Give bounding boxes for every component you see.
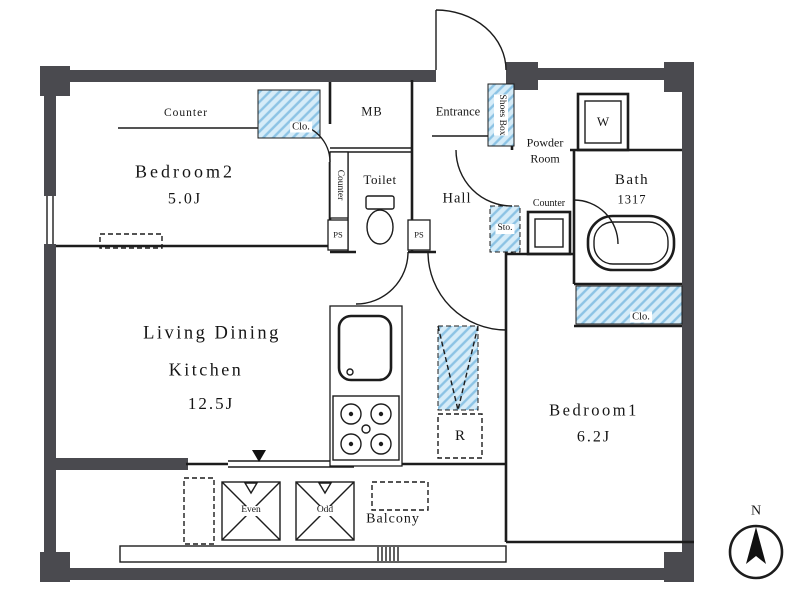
ldk-name-line2: Kitchen [168, 359, 244, 380]
ps-left-box [327, 219, 349, 251]
stove-icon [332, 395, 400, 461]
meter-box-label: MB [361, 104, 383, 119]
powder-room-label-line2: Room [530, 151, 560, 166]
drain-hatch [377, 547, 399, 561]
bedroom2-name: Bedroom2 [135, 161, 235, 182]
toilet-label: Toilet [363, 172, 397, 188]
closet-bedroom1-area [575, 285, 683, 325]
closet-bedroom2-label: Clo. [290, 121, 312, 133]
counter-bedroom2-label: Counter [163, 106, 209, 119]
toilet-icon [365, 195, 395, 245]
balcony-door-marker [252, 450, 266, 462]
dashed-fixtures [99, 233, 483, 545]
ps-left-label: PS [333, 229, 343, 240]
kitchen-sink-icon [337, 314, 393, 382]
bathtub-icon [586, 214, 676, 272]
bedroom1-name: Bedroom1 [549, 400, 639, 420]
door-arcs [291, 9, 619, 331]
washing-machine-icon [576, 92, 630, 152]
cupboard-area [437, 325, 479, 411]
bedroom2-cabinet-area [99, 233, 163, 249]
windows [44, 196, 354, 469]
hall-label: Hall [442, 190, 472, 207]
ldk-name-line1: Living Dining [143, 323, 281, 344]
hatch-odd-label: Odd [314, 505, 336, 516]
ldk-size: 12.5J [187, 394, 235, 414]
bedroom1-size: 6.2J [576, 428, 612, 446]
bath-size: 1317 [617, 192, 647, 207]
powder-room-label-line1: Powder [526, 135, 564, 150]
counter-strip [329, 151, 349, 219]
compass-icon [728, 524, 784, 580]
refrigerator-area [437, 413, 483, 459]
bath-name: Bath [614, 172, 650, 189]
washbasin-icon [526, 210, 572, 256]
outer-walls [40, 62, 694, 582]
bedroom2-size: 5.0J [167, 190, 203, 208]
balcony-label: Balcony [366, 511, 420, 527]
entrance-label: Entrance [435, 104, 481, 119]
counter-powder-label: Counter [530, 197, 568, 210]
balcony-slab-area [371, 481, 429, 511]
balcony-storage-area [183, 477, 215, 545]
closet-bedroom1-label: Clo. [630, 311, 652, 323]
refrigerator-label: R [454, 428, 466, 445]
compass-north-label: N [750, 503, 762, 519]
washing-machine-label: W [596, 114, 610, 130]
shoes-box-label: Shoes Box [494, 94, 508, 136]
kitchen-unit [329, 305, 403, 467]
counter-toilet-label: Counter [334, 169, 345, 201]
storage-label: Sto. [495, 223, 515, 234]
hatch-even-label: Even [239, 505, 263, 516]
ps-right-label: PS [414, 229, 424, 240]
hatched-storage [257, 83, 683, 411]
ps-right-box [407, 219, 431, 251]
